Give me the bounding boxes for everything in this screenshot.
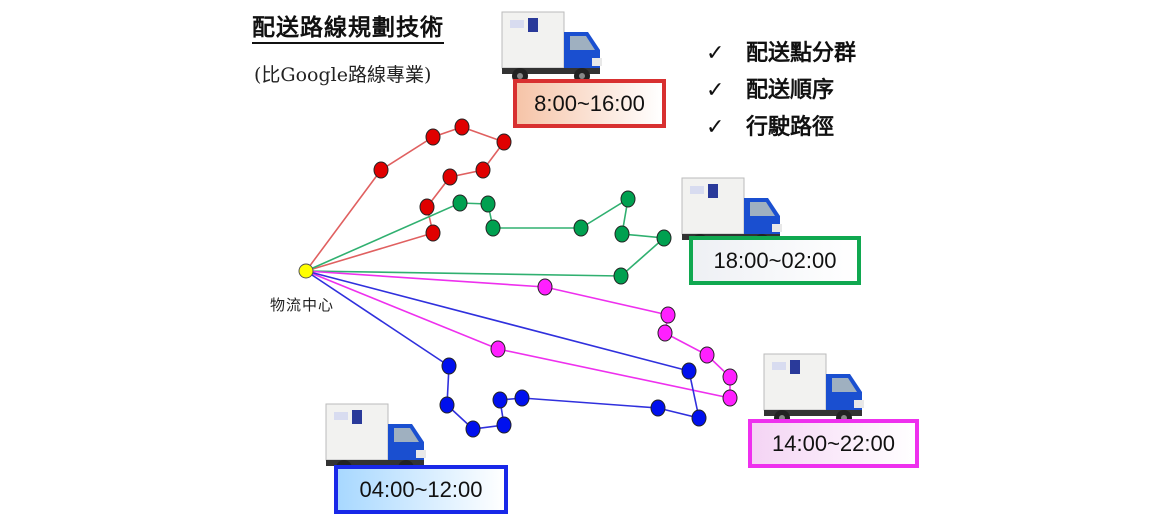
checklist-label: 配送順序 bbox=[746, 77, 835, 103]
delivery-point-red bbox=[373, 161, 389, 179]
delivery-point-blue bbox=[514, 389, 530, 407]
delivery-point-magenta bbox=[657, 324, 673, 342]
delivery-point-red bbox=[475, 161, 491, 179]
delivery-point-green bbox=[573, 219, 589, 237]
delivery-point-blue bbox=[650, 399, 666, 417]
delivery-point-red bbox=[496, 133, 512, 151]
check-icon: ✓ bbox=[706, 78, 725, 103]
delivery-point-magenta bbox=[490, 340, 506, 358]
delivery-point-green bbox=[614, 225, 630, 243]
checklist-item: ✓ 行駛路徑 bbox=[706, 112, 856, 149]
time-window-green: 18:00~02:00 bbox=[689, 236, 861, 285]
delivery-point-red bbox=[442, 168, 458, 186]
delivery-point-red bbox=[419, 198, 435, 216]
truck-icon bbox=[500, 10, 608, 90]
delivery-point-blue bbox=[691, 409, 707, 427]
delivery-point-blue bbox=[439, 396, 455, 414]
delivery-point-red bbox=[425, 224, 441, 242]
delivery-point-green bbox=[620, 190, 636, 208]
check-icon: ✓ bbox=[706, 41, 725, 66]
delivery-point-green bbox=[480, 195, 496, 213]
truck-icon bbox=[324, 402, 432, 482]
checklist-label: 配送點分群 bbox=[746, 40, 857, 66]
time-window-red: 8:00~16:00 bbox=[513, 79, 666, 128]
delivery-point-green bbox=[485, 219, 501, 237]
delivery-point-blue bbox=[465, 420, 481, 438]
delivery-point-magenta bbox=[537, 278, 553, 296]
time-window-magenta: 14:00~22:00 bbox=[748, 419, 919, 468]
depot-label: 物流中心 bbox=[270, 296, 335, 314]
delivery-point-blue bbox=[492, 391, 508, 409]
delivery-point-magenta bbox=[660, 306, 676, 324]
delivery-point-green bbox=[656, 229, 672, 247]
delivery-point-magenta bbox=[722, 368, 738, 386]
diagram-subtitle: (比Google路線專業) bbox=[254, 64, 432, 86]
delivery-point-red bbox=[425, 128, 441, 146]
delivery-point-blue bbox=[496, 416, 512, 434]
route-line-red bbox=[305, 126, 506, 272]
checklist-item: ✓ 配送順序 bbox=[706, 75, 856, 112]
delivery-point-blue bbox=[441, 357, 457, 375]
route-line-green bbox=[305, 197, 666, 277]
diagram-title: 配送路線規劃技術 bbox=[252, 14, 444, 44]
delivery-point-red bbox=[454, 118, 470, 136]
delivery-point-blue bbox=[681, 362, 697, 380]
check-icon: ✓ bbox=[706, 115, 725, 140]
truck-icon bbox=[762, 352, 870, 432]
checklist-label: 行駛路徑 bbox=[746, 114, 835, 140]
time-window-blue: 04:00~12:00 bbox=[334, 465, 508, 514]
delivery-point-magenta bbox=[699, 346, 715, 364]
feature-checklist: ✓ 配送點分群 ✓ 配送順序 ✓ 行駛路徑 bbox=[706, 38, 856, 149]
delivery-point-magenta bbox=[722, 389, 738, 407]
checklist-item: ✓ 配送點分群 bbox=[706, 38, 856, 75]
delivery-point-green bbox=[452, 194, 468, 212]
depot-node bbox=[298, 263, 314, 279]
delivery-point-green bbox=[613, 267, 629, 285]
